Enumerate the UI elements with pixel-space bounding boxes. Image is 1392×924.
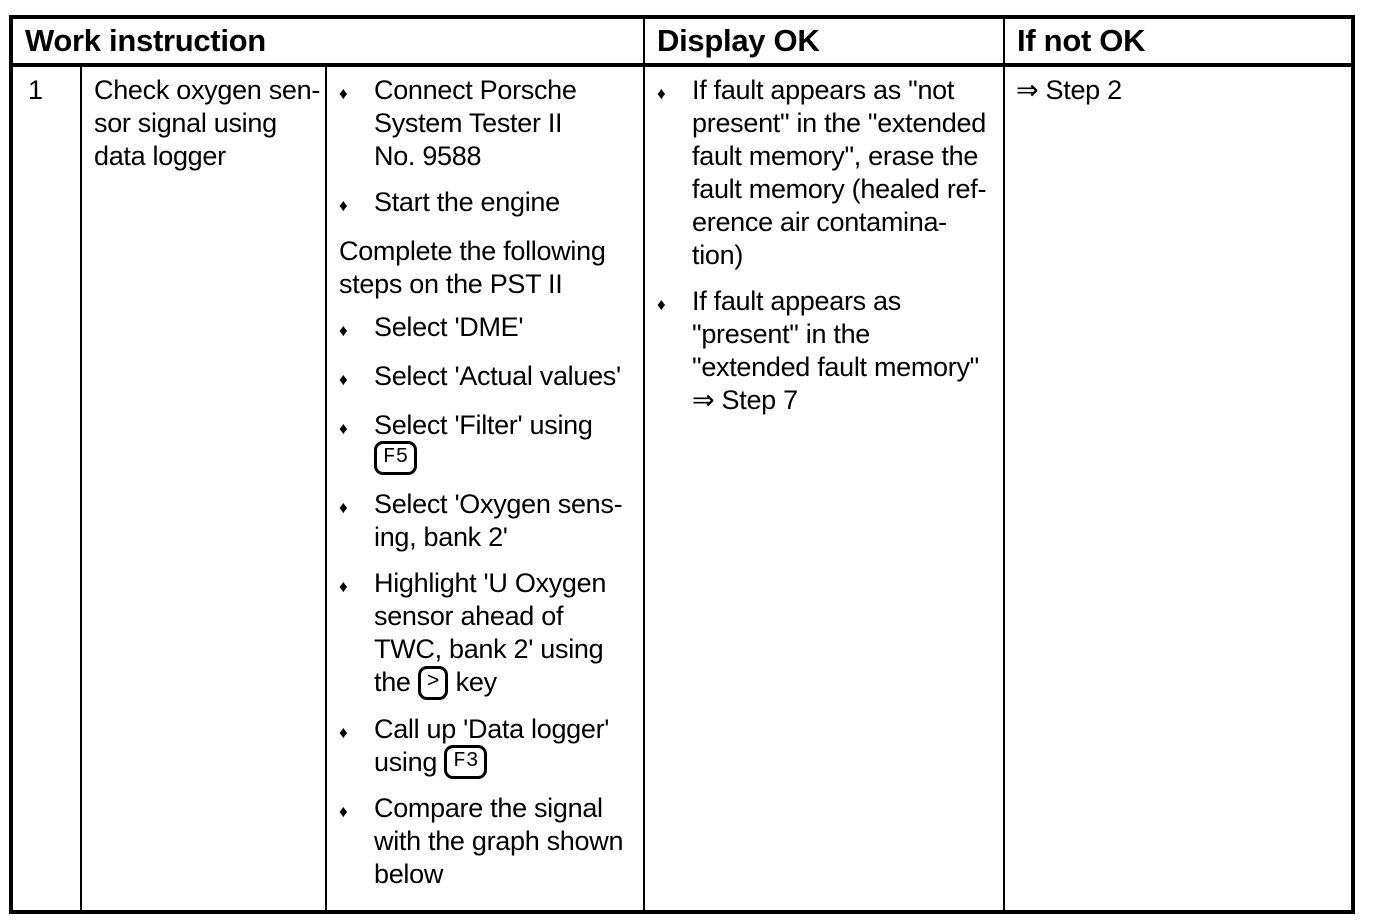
header-work-instruction: Work instruction [9,16,646,67]
step-number: 1 [28,75,43,105]
list-item-text: Select 'Oxygen sens- ing, bank 2' [374,489,623,553]
bullet-diamond-icon: ♦ [339,84,348,103]
bullet-diamond-icon: ♦ [657,84,666,103]
cell-task: Check oxygen sen- sor signal using data … [80,63,327,914]
list-item: ♦ Connect Porsche System Tester II No. 9… [339,74,639,173]
if-not-ok-text: ⇒ Step 2 [1016,75,1122,105]
list-item: ♦ Select 'Actual values' [339,360,639,396]
list-item: ♦ Select 'DME' [339,311,639,347]
key-f3: F3 [444,745,488,780]
list-item-text: Connect Porsche System Tester II No. 958… [374,75,577,171]
bullet-diamond-icon: ♦ [339,577,348,597]
list-item-text: Compare the signal with the graph shown … [374,793,624,890]
cell-display-ok: ♦ If fault appears as "not present" in t… [643,63,1006,914]
table-header-row: Work instruction Display OK If not OK [9,16,1355,67]
list-item: ♦ Compare the signal with the graph show… [339,792,639,891]
list-item-text-segment: Highlight 'U Oxygen sensor ahead of TWC,… [374,568,607,698]
list-item: ♦ Call up 'Data logger' using F3 [339,713,639,780]
procedure-note: Complete the following steps on the PST … [339,236,606,299]
list-item: ♦ If fault appears as "present" in the "… [657,285,999,417]
list-item-text: Select 'DME' [374,312,524,342]
bullet-diamond-icon: ♦ [339,321,348,340]
list-item-text-segment: Call up 'Data logger' using [374,713,610,777]
bullet-diamond-icon: ♦ [339,722,348,742]
list-item: ♦ Start the engine [339,186,639,222]
bullet-diamond-icon: ♦ [339,370,348,389]
list-item-text: Call up 'Data logger' using F3 [374,713,639,780]
diagnostic-step-table: Work instruction Display OK If not OK 1 … [9,15,1356,915]
list-item-text: Select 'Filter' using F5 [374,409,639,476]
task-description: Check oxygen sen- sor signal using data … [94,75,321,171]
table-row: 1 Check oxygen sen- sor signal using dat… [10,63,1355,914]
header-if-not-ok: If not OK [1003,16,1355,67]
bullet-diamond-icon: ♦ [339,196,348,215]
cell-if-not-ok: ⇒ Step 2 [1003,63,1355,914]
list-item-text: Select 'Actual values' [374,361,621,391]
list-item-text: Start the engine [374,187,560,217]
cell-procedure: ♦ Connect Porsche System Tester II No. 9… [324,63,646,914]
list-item: ♦ Highlight 'U Oxygen sensor ahead of TW… [339,567,639,700]
list-item-text-segment: key [448,667,497,698]
cell-step-number: 1 [10,63,82,914]
list-item: ♦ Select 'Filter' using F5 [339,409,639,476]
bullet-diamond-icon: ♦ [657,295,666,314]
bullet-diamond-icon: ♦ [339,802,348,822]
list-item-text: Highlight 'U Oxygen sensor ahead of TWC,… [374,567,639,700]
list-item-text: If fault appears as "not present" in the… [692,75,987,270]
bullet-diamond-icon: ♦ [339,498,348,518]
list-item: ♦ If fault appears as "not present" in t… [657,74,999,272]
bullet-diamond-icon: ♦ [339,419,348,438]
list-item-text: If fault appears as "present" in the "ex… [692,286,979,415]
key-f5: F5 [374,441,418,476]
header-display-ok: Display OK [643,16,1006,67]
list-item: ♦ Select 'Oxygen sens- ing, bank 2' [339,488,639,554]
key-greater-than: > [417,665,449,700]
list-item-text-segment: Select 'Filter' using [374,410,593,440]
